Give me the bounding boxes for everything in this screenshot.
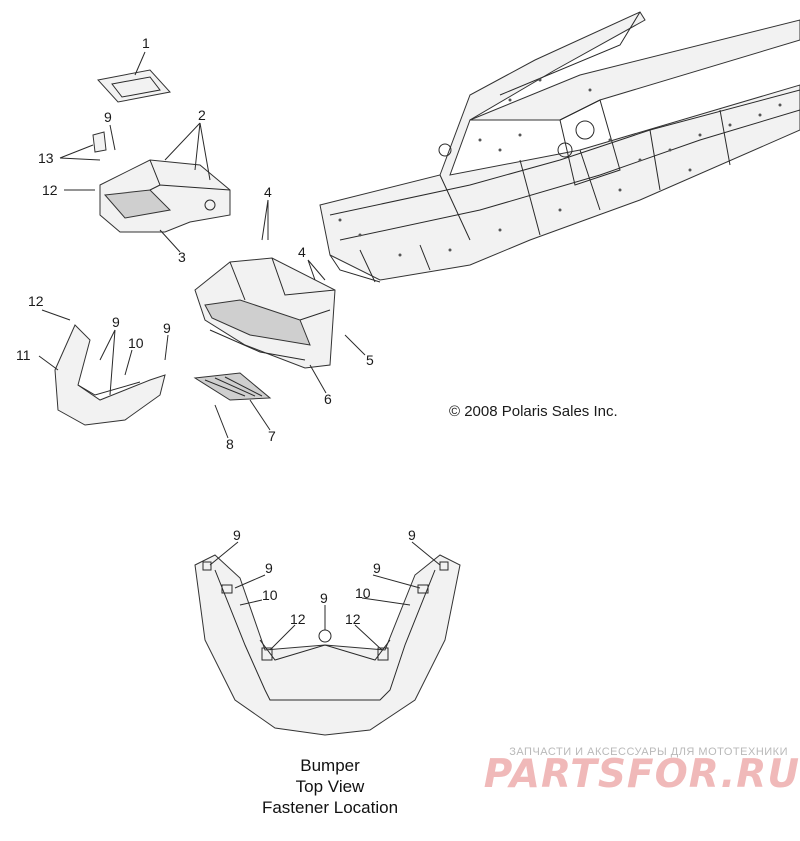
bumper-callout-12: 12	[290, 611, 306, 627]
callout-13: 13	[38, 150, 54, 166]
callout-5: 5	[366, 352, 374, 368]
watermark-logo: PARTSFOR.RU	[483, 752, 800, 797]
callout-7: 7	[268, 428, 276, 444]
bumper-callout-9: 9	[320, 590, 328, 606]
callout-4: 4	[264, 184, 272, 200]
callout-9: 9	[163, 320, 171, 336]
callout-9: 9	[112, 314, 120, 330]
callout-10: 10	[128, 335, 144, 351]
bumper-callout-9: 9	[265, 560, 273, 576]
copyright-notice: © 2008 Polaris Sales Inc.	[449, 403, 618, 420]
callout-8: 8	[226, 436, 234, 452]
part-6-belly-pan	[194, 257, 336, 369]
bumper-callout-9: 9	[233, 527, 241, 543]
callout-labels: 1 2 9 13 12 3 4 4 5 6 7 8 12 11 9 10 9 9…	[16, 35, 618, 627]
caption-line-3: Fastener Location	[261, 798, 399, 817]
part-13-bracket	[92, 131, 107, 153]
caption-line-2: Top View	[295, 777, 365, 796]
callout-11: 11	[16, 347, 31, 363]
watermark-tagline: ЗАПЧАСТИ И АКСЕССУАРЫ ДЛЯ МОТОТЕХНИКИ	[509, 746, 788, 758]
callout-4: 4	[298, 244, 306, 260]
bumper-caption: Bumper Top View Fastener Location	[230, 755, 430, 818]
bumper-callout-12: 12	[345, 611, 361, 627]
bumper-callout-10: 10	[355, 585, 371, 601]
callout-2: 2	[198, 107, 206, 123]
caption-line-1: Bumper	[300, 756, 360, 775]
callout-9: 9	[104, 109, 112, 125]
part-3-upper-panel	[99, 159, 231, 233]
part-7-grille	[193, 372, 272, 401]
bumper-callout-10: 10	[262, 587, 278, 603]
part-11-bumper	[54, 324, 166, 426]
leader-lines	[38, 51, 441, 651]
callout-12: 12	[28, 293, 44, 309]
part-1-cover-plate	[97, 69, 171, 103]
callout-3: 3	[178, 249, 186, 265]
bumper-top-view	[194, 554, 461, 736]
callout-12: 12	[42, 182, 58, 198]
bumper-callout-9: 9	[373, 560, 381, 576]
callout-6: 6	[324, 391, 332, 407]
callout-1: 1	[142, 35, 150, 51]
bumper-callout-9: 9	[408, 527, 416, 543]
chassis-frame	[319, 11, 800, 283]
